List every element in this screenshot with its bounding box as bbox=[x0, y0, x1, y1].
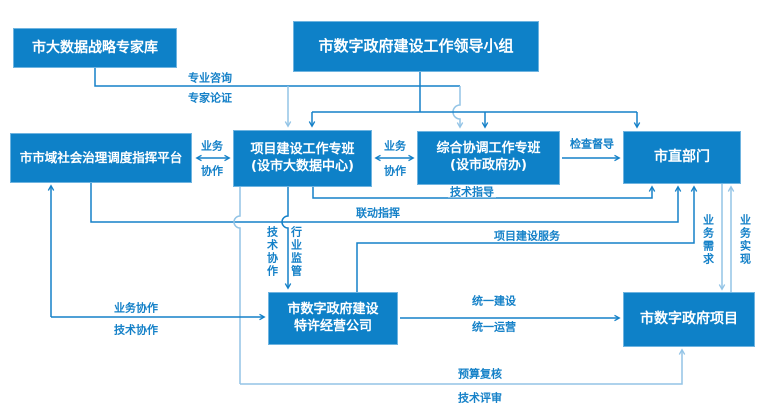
node-coordination-team: 综合协调工作专班 (设市政府办) bbox=[417, 131, 560, 185]
node-project-team-line2: (设市大数据中心) bbox=[251, 158, 354, 174]
node-departments-label: 市直部门 bbox=[654, 149, 710, 166]
node-digital-gov-projects: 市数字政府项目 bbox=[623, 292, 755, 347]
label-project-service: 项目建设服务 bbox=[492, 229, 562, 243]
node-franchise-company-line1: 市数字政府建设 bbox=[287, 301, 379, 317]
edge-expert-consult bbox=[94, 68, 460, 87]
label-industry-regulation-vertical: 行业监管 bbox=[289, 225, 303, 279]
label-biz-mid-2: 协作 bbox=[382, 164, 408, 178]
label-budget-review: 预算复核 bbox=[456, 367, 504, 381]
label-biz-collab-bottom: 业务协作 bbox=[112, 301, 160, 315]
label-tech-guidance: 技术指导 bbox=[448, 185, 496, 199]
label-expert-review: 专家论证 bbox=[186, 91, 234, 105]
edge-joint-command bbox=[90, 183, 682, 223]
edge-tech-guidance bbox=[312, 185, 656, 199]
node-expert-pool: 市大数据战略专家库 bbox=[13, 28, 177, 68]
node-franchise-company: 市数字政府建设 特许经营公司 bbox=[268, 292, 398, 345]
label-tech-review: 技术评审 bbox=[456, 391, 504, 405]
label-inspect-supervise: 检查督导 bbox=[568, 137, 616, 151]
node-project-team: 项目建设工作专班 (设市大数据中心) bbox=[233, 130, 372, 187]
label-joint-command: 联动指挥 bbox=[354, 206, 402, 220]
edge-review-vertical bbox=[233, 187, 241, 384]
edge-tech-collab-industry-reg bbox=[281, 187, 292, 290]
label-biz-realize-vertical: 业务实现 bbox=[738, 213, 752, 267]
node-franchise-company-line2: 特许经营公司 bbox=[293, 318, 372, 334]
edge-expert-to-coord-team bbox=[452, 86, 464, 129]
node-leading-group: 市数字政府建设工作领导小组 bbox=[293, 21, 539, 72]
label-biz-demand-vertical: 业务需求 bbox=[701, 213, 715, 267]
node-project-team-line1: 项目建设工作专班 bbox=[250, 141, 355, 157]
label-tech-collab-vertical: 技术协作 bbox=[265, 225, 279, 279]
label-tech-collab-bottom: 技术协作 bbox=[112, 323, 160, 337]
edge-budget-tech-review bbox=[240, 348, 686, 385]
label-biz-left-2: 协作 bbox=[199, 164, 225, 178]
label-biz-left-1: 业务 bbox=[199, 139, 225, 153]
node-coordination-team-line1: 综合协调工作专班 bbox=[436, 141, 541, 157]
label-unified-build: 统一建设 bbox=[470, 294, 518, 308]
node-leading-group-label: 市数字政府建设工作领导小组 bbox=[318, 36, 514, 55]
node-expert-pool-label: 市大数据战略专家库 bbox=[32, 39, 158, 56]
node-departments: 市直部门 bbox=[623, 131, 741, 184]
label-professional-consult: 专业咨询 bbox=[186, 71, 234, 85]
node-governance-platform-label: 市市域社会治理调度指挥平台 bbox=[19, 149, 183, 165]
node-coordination-team-line2: (设市政府办) bbox=[450, 158, 527, 173]
node-governance-platform: 市市域社会治理调度指挥平台 bbox=[10, 133, 192, 183]
node-digital-gov-projects-label: 市数字政府项目 bbox=[640, 311, 738, 328]
label-biz-mid-1: 业务 bbox=[382, 139, 408, 153]
label-unified-ops: 统一运营 bbox=[470, 320, 518, 334]
edge-project-service bbox=[356, 185, 698, 292]
